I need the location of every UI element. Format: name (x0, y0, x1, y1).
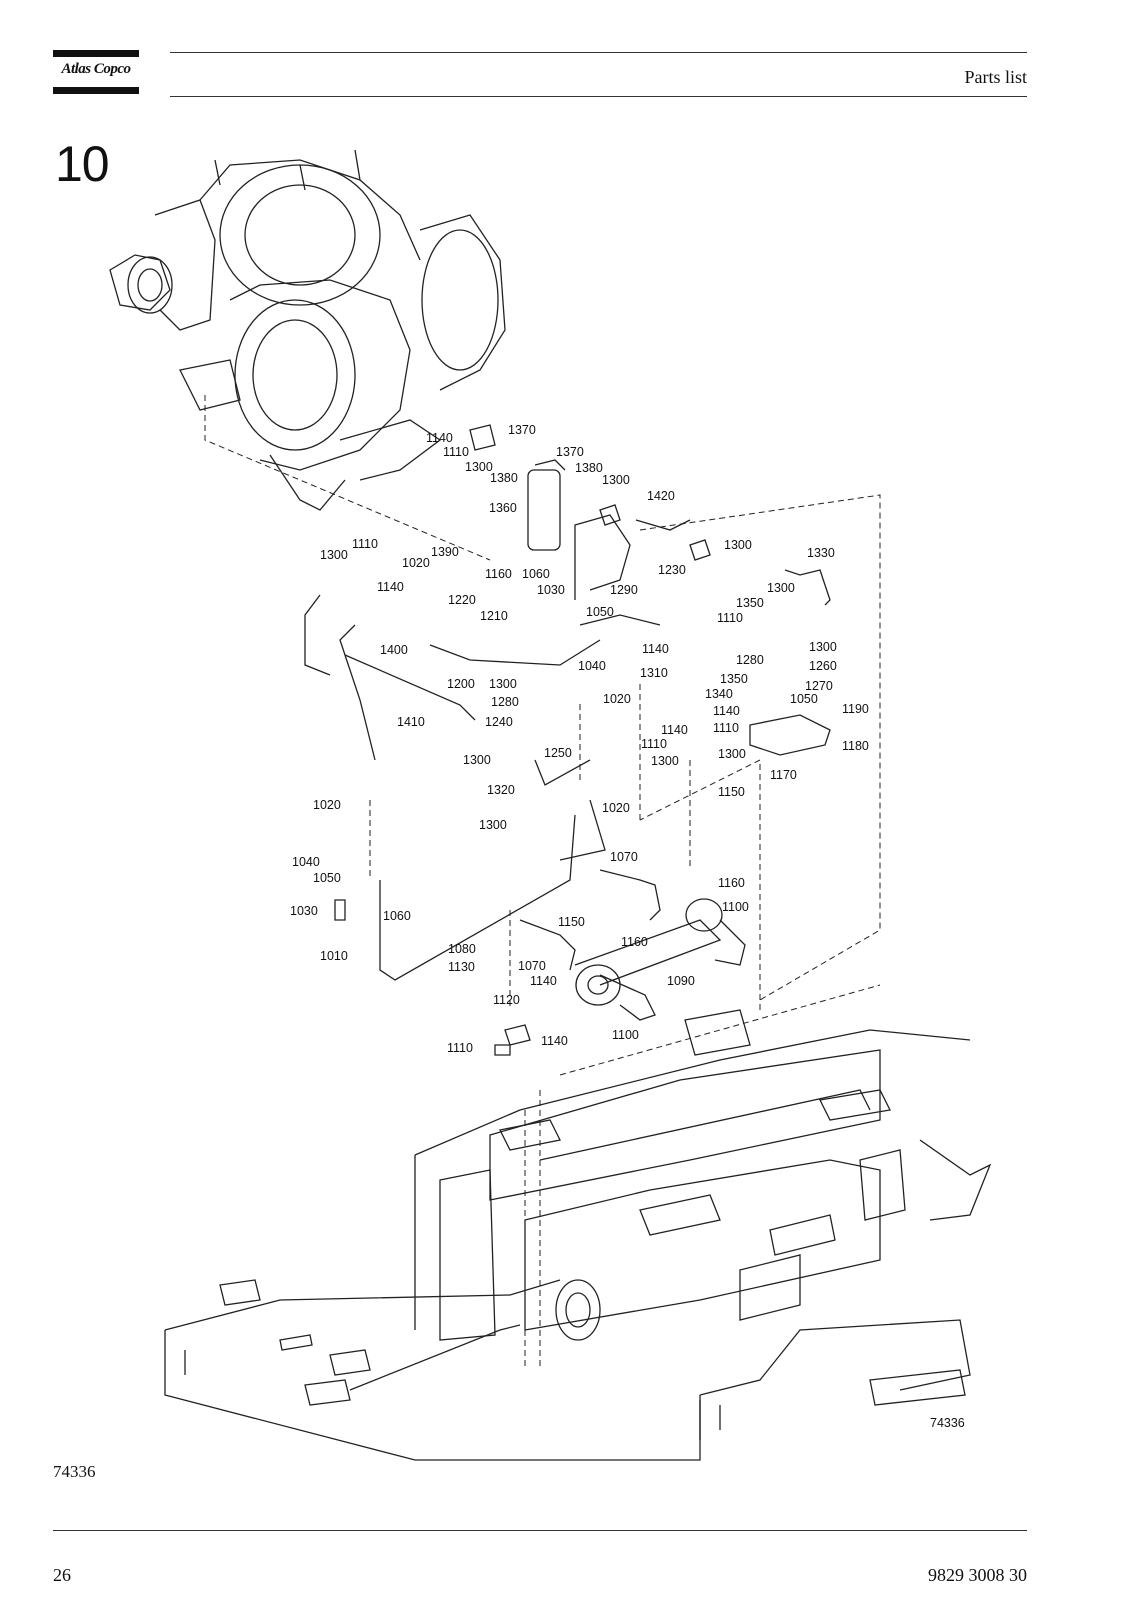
footer-rule (53, 1530, 1027, 1531)
callout: 1300 (651, 754, 679, 768)
callout: 1290 (610, 583, 638, 597)
callout-labels: 1140 1110 1300 1370 1380 1370 1380 1300 … (290, 423, 965, 1430)
callout: 1300 (767, 581, 795, 595)
callout: 1230 (658, 563, 686, 577)
callout: 1300 (479, 818, 507, 832)
callout: 1130 (448, 960, 475, 974)
figure-reference-number: 74336 (53, 1462, 96, 1481)
callout: 1120 (493, 993, 520, 1007)
callout: 1110 (443, 445, 469, 459)
callout: 1160 (718, 876, 745, 890)
callout: 1400 (380, 643, 408, 657)
callout: 1110 (641, 737, 667, 751)
document-number: 9829 3008 30 (928, 1565, 1027, 1585)
callout: 1160 (485, 567, 512, 581)
header-rule-bottom (170, 96, 1027, 97)
callout: 1040 (578, 659, 606, 673)
callout: 1410 (397, 715, 425, 729)
callout: 1080 (448, 942, 476, 956)
callout: 1240 (485, 715, 513, 729)
callout: 1050 (586, 605, 614, 619)
callout: 1030 (537, 583, 565, 597)
callout: 1380 (490, 471, 518, 485)
callout: 1150 (718, 785, 745, 799)
callout: 1350 (736, 596, 764, 610)
callout: 1220 (448, 593, 476, 607)
callout: 1010 (320, 949, 348, 963)
callout: 1300 (320, 548, 348, 562)
logo-bar-top (53, 50, 139, 57)
callout: 1100 (722, 900, 749, 914)
callout: 1110 (717, 611, 743, 625)
callout: 1360 (489, 501, 517, 515)
callout: 1300 (465, 460, 493, 474)
callout: 1020 (313, 798, 341, 812)
callout: 1190 (842, 702, 869, 716)
callout: 1110 (447, 1041, 473, 1055)
callout: 1020 (603, 692, 631, 706)
callout: 1300 (718, 747, 746, 761)
callout: 1160 (621, 935, 648, 949)
callout: 1020 (402, 556, 430, 570)
callout: 1180 (842, 739, 869, 753)
callout: 1140 (713, 704, 740, 718)
callout: 1320 (487, 783, 515, 797)
callout: 1060 (383, 909, 411, 923)
drawing-number-label: 74336 (930, 1416, 965, 1430)
callout: 1150 (558, 915, 585, 929)
callout: 1300 (724, 538, 752, 552)
callout: 1380 (575, 461, 603, 475)
callout: 1280 (491, 695, 519, 709)
callout: 1140 (426, 431, 453, 445)
drawing-linework (109, 149, 992, 1461)
callout: 1070 (518, 959, 546, 973)
callout: 1330 (807, 546, 835, 560)
callout: 1200 (447, 677, 475, 691)
logo-bar-bottom (53, 87, 139, 94)
callout: 1300 (809, 640, 837, 654)
callout: 1420 (647, 489, 675, 503)
callout: 1040 (292, 855, 320, 869)
header-rule-top (170, 52, 1027, 53)
callout: 1350 (720, 672, 748, 686)
callout: 1260 (809, 659, 837, 673)
section-number: 10 (55, 136, 110, 192)
atlas-copco-logo: Atlas Copco (53, 50, 139, 94)
callout: 1300 (602, 473, 630, 487)
callout: 1140 (377, 580, 404, 594)
page-header-title: Parts list (964, 67, 1027, 87)
callout: 1030 (290, 904, 318, 918)
callout: 1100 (612, 1028, 639, 1042)
callout: 1340 (705, 687, 733, 701)
callout: 1060 (522, 567, 550, 581)
callout: 1140 (541, 1034, 568, 1048)
callout: 1370 (508, 423, 536, 437)
callout: 1300 (489, 677, 517, 691)
callout: 1110 (352, 537, 378, 551)
callout: 1270 (805, 679, 833, 693)
callout: 1370 (556, 445, 584, 459)
callout: 1050 (790, 692, 818, 706)
page-number: 26 (53, 1565, 71, 1585)
callout: 1090 (667, 974, 695, 988)
callout: 1140 (661, 723, 688, 737)
callout: 1140 (530, 974, 557, 988)
logo-wordmark: Atlas Copco (61, 61, 131, 77)
callout: 1310 (640, 666, 668, 680)
callout: 1050 (313, 871, 341, 885)
callout: 1020 (602, 801, 630, 815)
callout: 1140 (642, 642, 669, 656)
callout: 1250 (544, 746, 572, 760)
callout: 1170 (770, 768, 797, 782)
callout: 1280 (736, 653, 764, 667)
callout: 1210 (480, 609, 508, 623)
callout: 1300 (463, 753, 491, 767)
callout: 1070 (610, 850, 638, 864)
callout: 1110 (713, 721, 739, 735)
callout: 1390 (431, 545, 459, 559)
